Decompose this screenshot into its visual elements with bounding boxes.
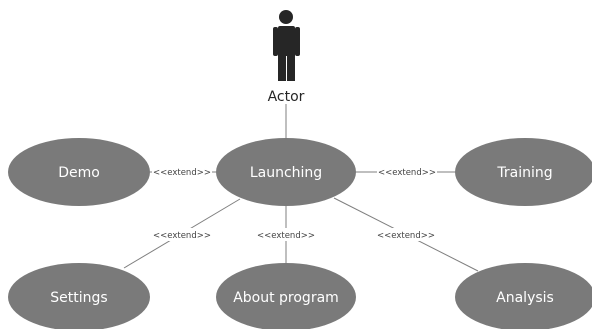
stereotype-label: <<extend>> <box>378 168 436 178</box>
use-case-demo[interactable]: Demo <box>8 138 150 206</box>
stereotype-training: <<extend>> <box>377 165 437 178</box>
use-case-about-program[interactable]: About program <box>216 263 356 329</box>
use-case-label: About program <box>233 290 339 306</box>
use-case-label: Settings <box>50 290 107 306</box>
stereotype-label: <<extend>> <box>153 168 211 178</box>
use-case-label: Training <box>496 165 552 181</box>
actor-icon <box>273 10 300 81</box>
stereotype-about: <<extend>> <box>256 228 316 241</box>
use-case-training[interactable]: Training <box>455 138 592 206</box>
use-case-label: Analysis <box>496 290 554 306</box>
use-case-label: Demo <box>58 165 100 181</box>
actor-label: Actor <box>268 89 305 105</box>
stereotype-label: <<extend>> <box>153 231 211 241</box>
stereotype-analysis: <<extend>> <box>376 228 436 241</box>
stereotype-demo: <<extend>> <box>152 165 212 178</box>
use-case-analysis[interactable]: Analysis <box>455 263 592 329</box>
stereotype-settings: <<extend>> <box>152 228 212 241</box>
use-case-settings[interactable]: Settings <box>8 263 150 329</box>
stereotype-label: <<extend>> <box>257 231 315 241</box>
use-case-launching[interactable]: Launching <box>216 138 356 206</box>
use-case-label: Launching <box>250 165 322 181</box>
actor: Actor <box>268 10 305 105</box>
stereotype-label: <<extend>> <box>377 231 435 241</box>
